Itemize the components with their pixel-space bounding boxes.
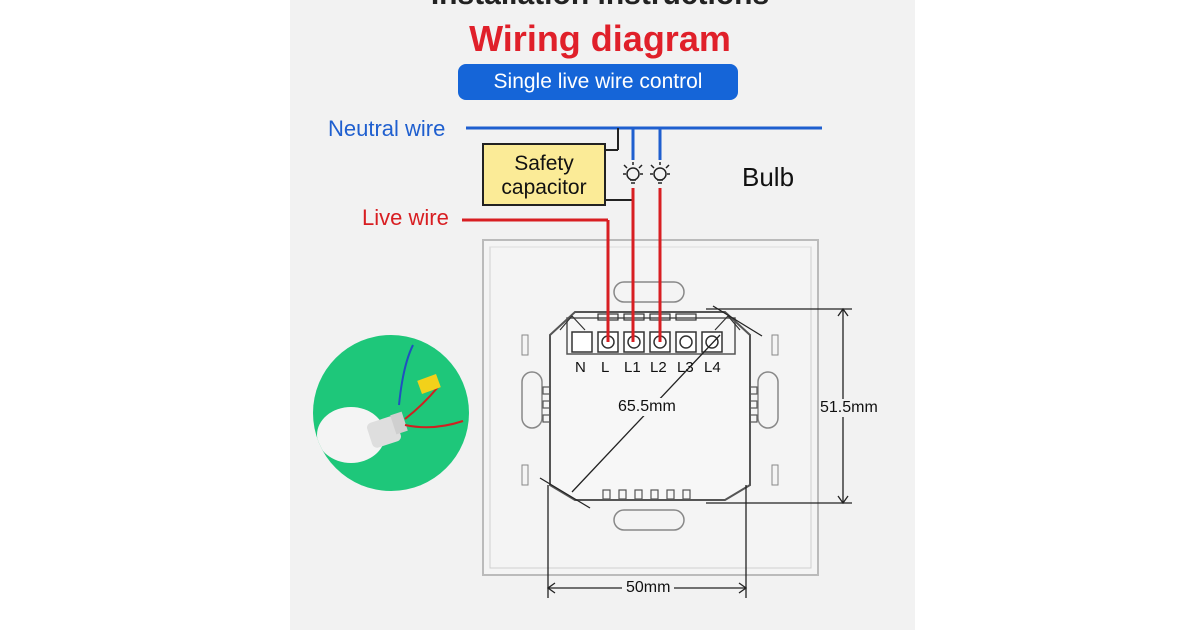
terminal-block xyxy=(566,317,736,355)
neutral-wire-label: Neutral wire xyxy=(328,116,446,141)
mount-slot-top xyxy=(613,281,685,303)
page-title: Wiring diagram xyxy=(469,18,731,59)
installation-heading: Installation instructions xyxy=(0,0,1200,12)
terminal-label-l2: L2 xyxy=(650,359,667,376)
diagonal-dimension: 65.5mm xyxy=(616,398,678,416)
bulb-label: Bulb xyxy=(742,162,795,192)
terminal-label-l1: L1 xyxy=(624,359,641,376)
terminal-label-n: N xyxy=(575,359,586,376)
mode-badge: Single live wire control xyxy=(458,64,738,100)
bulb-photo-drawing xyxy=(317,344,464,463)
width-dimension: 50mm xyxy=(622,579,675,597)
terminal-label-l4: L4 xyxy=(704,359,721,376)
mount-slot-left xyxy=(521,371,543,429)
mount-slot-bottom xyxy=(613,509,685,531)
height-dimension: 51.5mm xyxy=(820,399,878,417)
bulb-icon-2 xyxy=(650,162,670,184)
mount-slot-right xyxy=(757,371,779,429)
bulb-photo xyxy=(313,335,469,491)
terminal-label-l: L xyxy=(601,359,610,376)
live-wire-label: Live wire xyxy=(362,205,449,230)
bulb-icon-1 xyxy=(623,162,643,184)
terminal-label-l3: L3 xyxy=(677,359,694,376)
terminal-screws xyxy=(571,331,723,353)
safety-capacitor-box: Safety capacitor xyxy=(482,143,606,206)
